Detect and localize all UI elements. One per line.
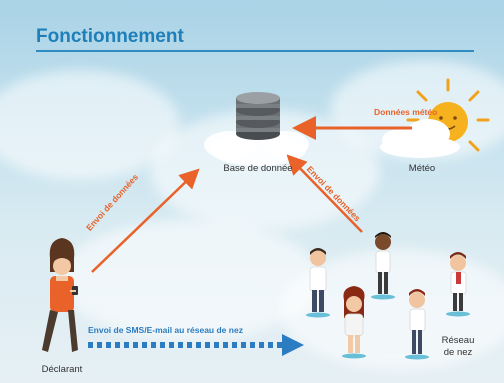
node-label-database: Base de donnée — [223, 163, 293, 174]
arrow-reporter-to-database — [91, 168, 200, 273]
flow-label-weather-data: Données météo — [374, 107, 438, 117]
weather-cloud-icon — [380, 119, 460, 158]
arrow-network-to-database — [286, 154, 363, 233]
network-person-2 — [371, 232, 395, 300]
reporter-figure — [42, 238, 78, 352]
network-person-1 — [306, 248, 330, 318]
title-divider — [36, 50, 474, 52]
diagram-title: Fonctionnement — [36, 26, 184, 47]
node-label-reporter: Déclarant — [41, 364, 83, 375]
database-icon — [204, 92, 309, 166]
node-label-network: Réseau de nez — [441, 335, 475, 358]
background-cloud — [60, 220, 320, 340]
flow-label-sms-email: Envoi de SMS/E-mail au réseau de nez — [88, 325, 243, 335]
network-person-5 — [405, 289, 429, 360]
arrow-reporter-to-network — [88, 334, 304, 356]
network-person-4 — [342, 286, 366, 359]
network-person-3 — [446, 252, 470, 317]
node-label-weather: Météo — [408, 163, 436, 174]
